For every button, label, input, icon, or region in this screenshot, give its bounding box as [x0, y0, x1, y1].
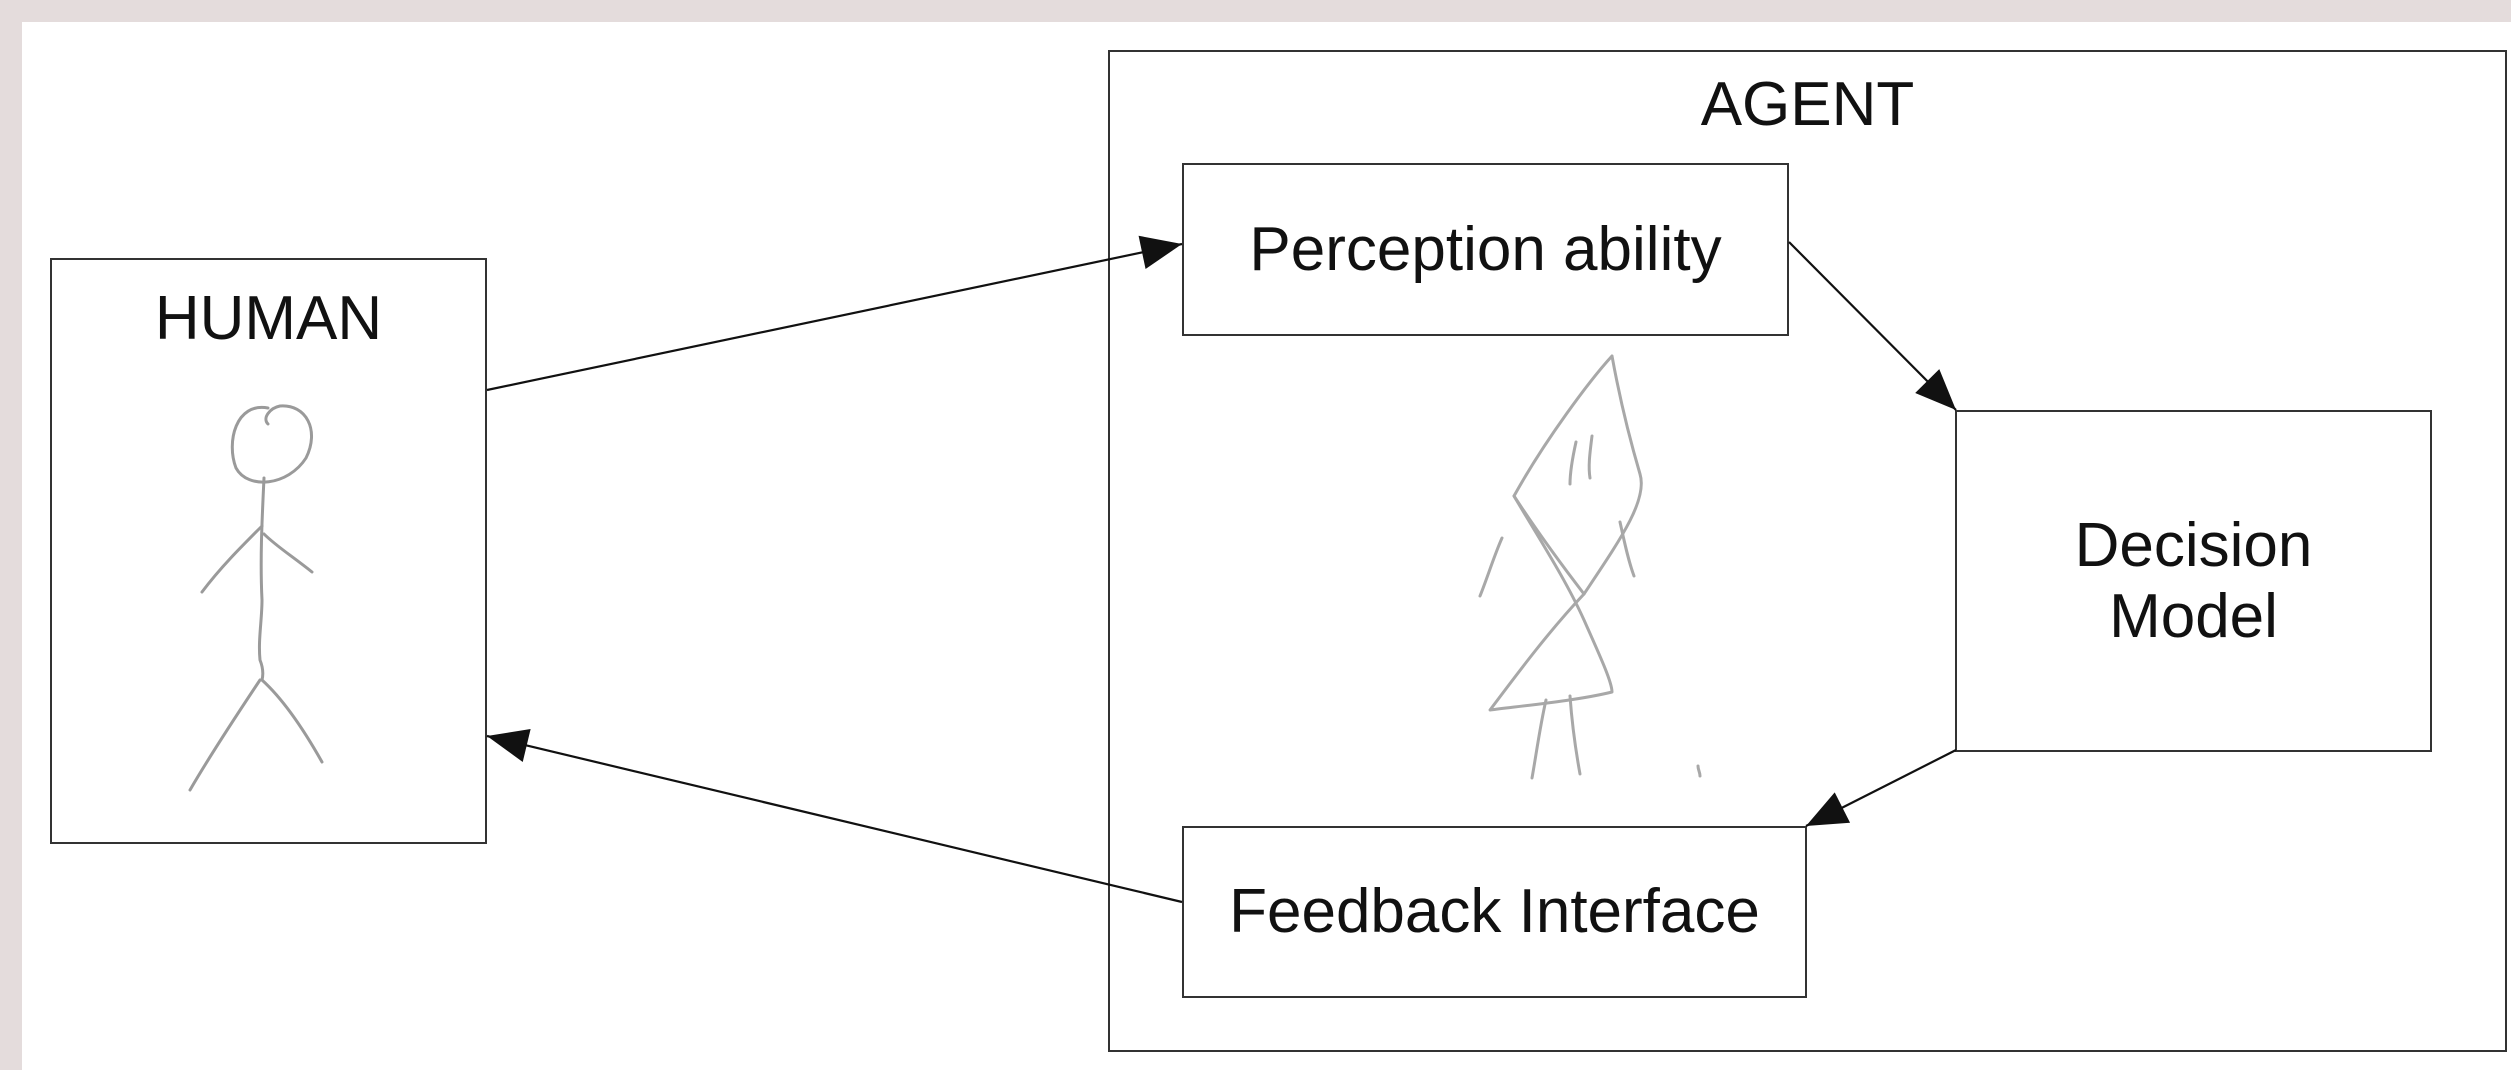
decision-model-label-line2: Model: [2109, 582, 2278, 651]
decision-model-label: Decision Model: [1957, 412, 2430, 750]
perception-node: Perception ability: [1182, 163, 1789, 336]
feedback-interface-node: Feedback Interface: [1182, 826, 1807, 998]
decision-model-node: Decision Model: [1955, 410, 2432, 752]
perception-label: Perception ability: [1249, 214, 1722, 284]
agent-title: AGENT: [1700, 70, 1915, 139]
human-title: HUMAN: [154, 284, 383, 353]
human-box: HUMAN: [50, 258, 487, 844]
feedback-interface-label: Feedback Interface: [1229, 877, 1760, 947]
decision-model-label-line1: Decision: [2074, 510, 2313, 580]
